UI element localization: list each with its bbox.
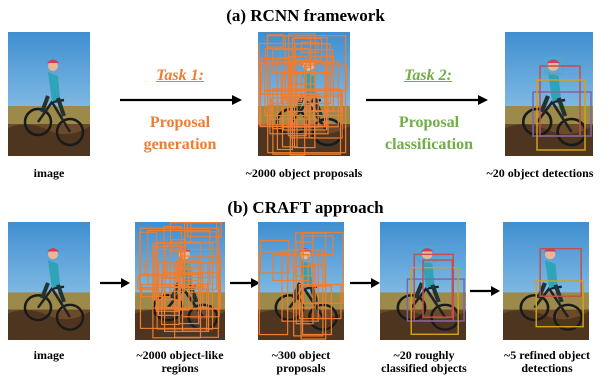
- classified-image-b: [380, 222, 466, 340]
- proposals-image-a: [258, 32, 350, 156]
- arrow-a2: [366, 95, 488, 105]
- caption-image-a: image: [33, 166, 65, 180]
- section-a-title: (a) RCNN framework: [226, 6, 385, 25]
- caption-refined-b: ~5 refined object detections: [504, 348, 590, 375]
- arrow-b4: [470, 286, 500, 296]
- task2-label: Task 2:: [404, 67, 452, 84]
- task1-text: Proposal generation: [143, 114, 217, 153]
- section-b-title: (b) CRAFT approach: [227, 198, 384, 217]
- arrow-a1: [120, 95, 242, 105]
- detections-image-a: [505, 32, 593, 156]
- arrow-b1: [100, 278, 130, 288]
- refined-image-b: [503, 222, 589, 340]
- task1-label: Task 1:: [156, 67, 204, 84]
- caption-image-b: image: [33, 348, 65, 362]
- caption-proposals-a: ~2000 object proposals: [245, 166, 363, 180]
- arrow-b2: [230, 278, 260, 288]
- task2-text: Proposal classification: [385, 114, 473, 153]
- input-image-b: [8, 222, 90, 340]
- caption-classified-b: ~20 roughly classified objects: [381, 348, 467, 375]
- caption-detections-a: ~20 object detections: [486, 166, 594, 180]
- regions-image-b: [135, 222, 225, 340]
- proposals-image-b: [258, 222, 344, 340]
- caption-proposals-b: ~300 object proposals: [271, 348, 331, 375]
- input-image-a: [8, 32, 90, 156]
- arrow-b3: [350, 278, 380, 288]
- caption-regions-b: ~2000 object-like regions: [136, 348, 224, 375]
